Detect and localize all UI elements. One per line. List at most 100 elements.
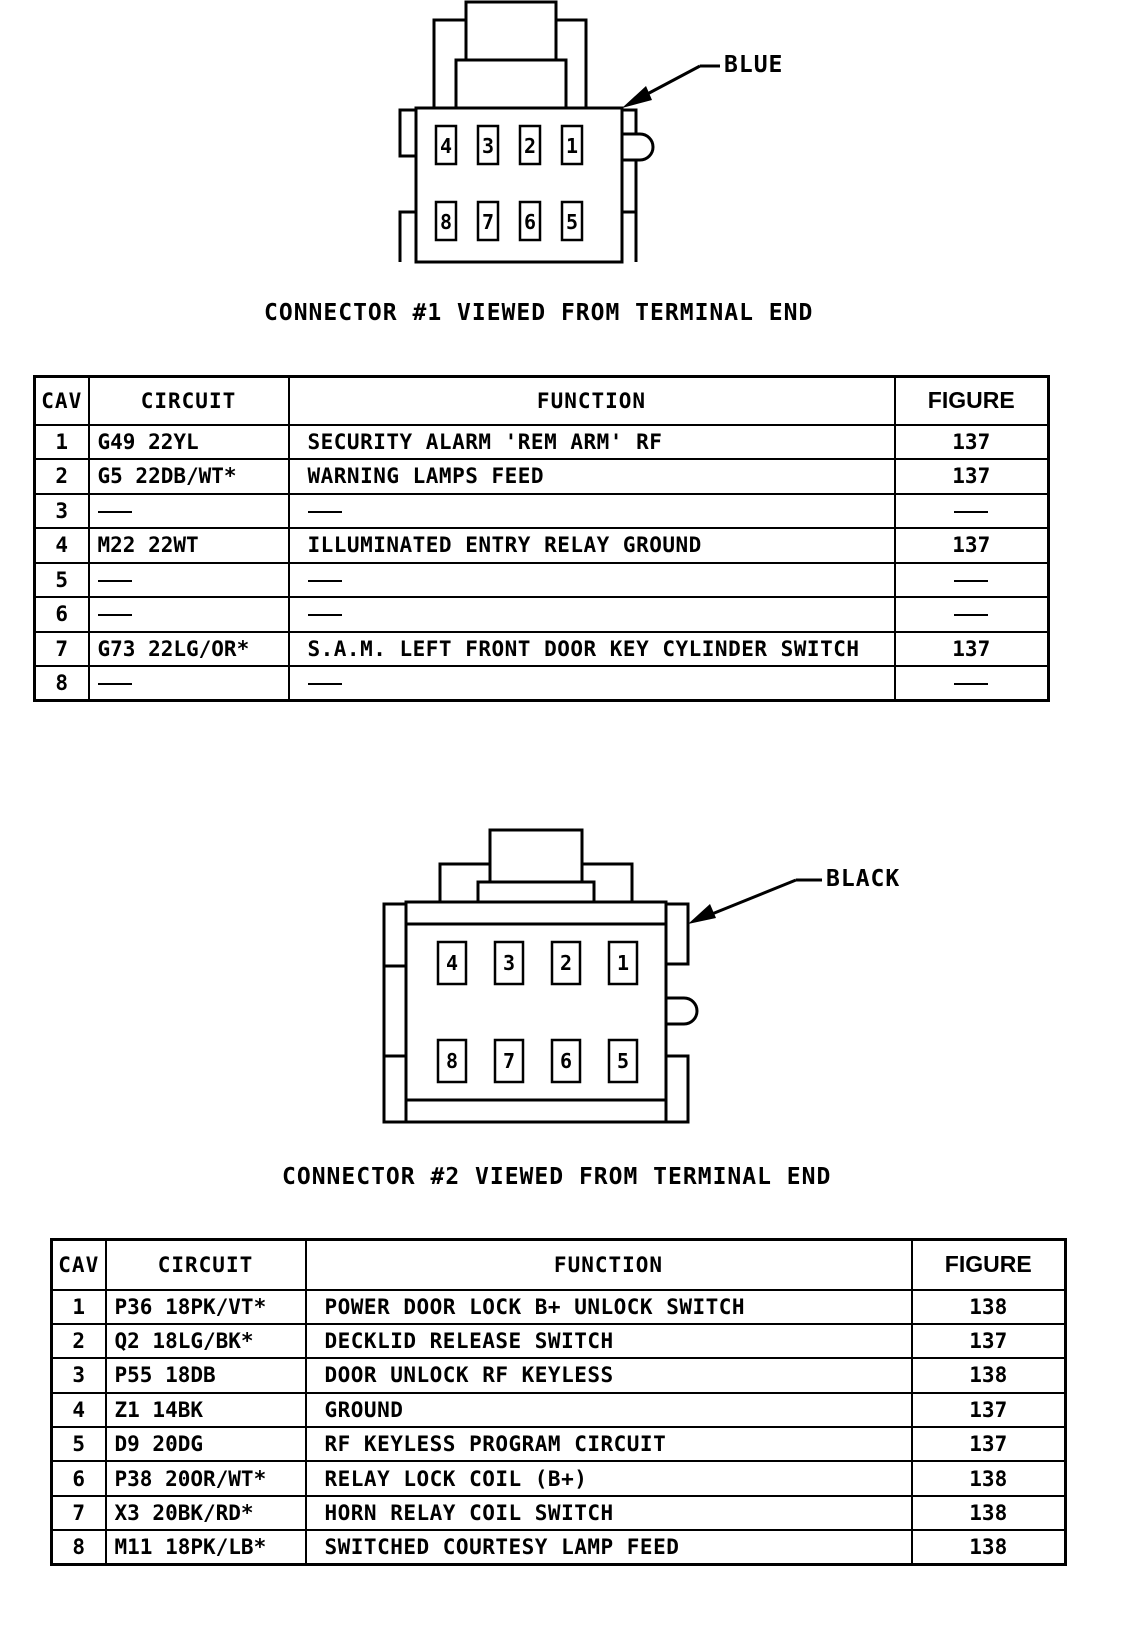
cell-cav: 6 [50,1460,107,1497]
cell-cav: 2 [33,458,90,495]
cell-cav: 1 [50,1288,107,1325]
cavity-label: 3 [482,134,494,158]
cell-circuit: M11 18PK/LB* [104,1529,307,1566]
cell-figure [893,492,1050,529]
table-row: 6 [33,596,1050,633]
empty-dash [954,510,989,513]
cavity-label: 5 [617,1049,629,1073]
empty-dash [97,614,132,617]
empty-dash [307,683,342,685]
cell-figure [893,665,1050,702]
cell-function: ILLUMINATED ENTRY RELAY GROUND [287,527,896,564]
connector-1-callout-arrow [622,64,720,108]
cavity-label: 8 [446,1049,458,1073]
table-header-row: CAV CIRCUIT FUNCTION FIGURE [33,375,1050,426]
cell-figure [893,561,1050,598]
cell-function: S.A.M. LEFT FRONT DOOR KEY CYLINDER SWIT… [287,630,896,667]
cavity-label: 2 [560,951,572,975]
cell-circuit: G73 22LG/OR* [87,630,290,667]
connector-1-housing [398,0,655,264]
cell-figure: 138 [910,1494,1067,1532]
cell-figure: 137 [910,1391,1067,1429]
cell-figure [893,596,1050,633]
empty-dash [97,683,132,685]
cell-cav: 4 [33,527,90,564]
empty-dash [954,579,989,582]
cell-function [287,492,896,529]
connector-2-callout-arrow [688,878,822,924]
cell-figure: 137 [893,458,1050,495]
cell-figure: 137 [893,423,1050,460]
cell-function: DOOR UNLOCK RF KEYLESS [304,1357,913,1394]
table-row: 5 [33,561,1050,598]
cavity-label: 7 [482,210,494,234]
empty-dash [954,683,989,685]
cell-cav: 2 [50,1322,107,1360]
cell-figure: 138 [910,1288,1067,1325]
connector-2-color-label: BLACK [826,866,901,892]
cavity-label: 2 [524,134,536,158]
cell-figure: 137 [910,1426,1067,1463]
cell-cav: 5 [33,561,90,598]
cell-cav: 7 [50,1494,107,1532]
empty-dash [307,510,342,513]
cell-function: POWER DOOR LOCK B+ UNLOCK SWITCH [304,1288,913,1325]
connector-2-cavities [436,940,639,1084]
cell-circuit: M22 22WT [87,527,290,564]
cell-cav: 3 [33,492,90,529]
cell-circuit: P55 18DB [104,1357,307,1394]
cell-cav: 1 [33,423,90,460]
cavity-label: 4 [440,134,452,158]
cavity-label: 1 [617,951,629,975]
cell-function: SECURITY ALARM 'REM ARM' RF [287,423,896,460]
cavity-label: 6 [524,210,536,234]
cell-circuit: P38 20OR/WT* [104,1460,307,1497]
cell-circuit: G5 22DB/WT* [87,458,290,495]
cell-figure: 137 [910,1322,1067,1360]
empty-dash [307,579,342,582]
connector-2-caption: CONNECTOR #2 VIEWED FROM TERMINAL END [282,1164,832,1190]
empty-dash [97,579,132,582]
cell-cav: 8 [33,665,90,702]
cell-function: RF KEYLESS PROGRAM CIRCUIT [304,1426,913,1463]
cell-cav: 7 [33,630,90,667]
cavity-label: 3 [503,951,515,975]
cell-cav: 5 [50,1426,107,1463]
cell-circuit: G49 22YL [87,423,290,460]
connector-1-cavities [434,124,584,242]
cell-cav: 6 [33,596,90,633]
header-cav: CAV [33,375,90,426]
cell-circuit [87,492,290,529]
table-row: 3 [33,492,1050,529]
cell-circuit [87,561,290,598]
cell-circuit: X3 20BK/RD* [104,1494,307,1532]
cell-circuit [87,665,290,702]
cavity-label: 1 [566,134,578,158]
cell-figure: 137 [893,527,1050,564]
cell-figure: 137 [893,630,1050,667]
cell-function [287,596,896,633]
cell-function [287,665,896,702]
cell-figure: 138 [910,1529,1067,1566]
cell-cav: 3 [50,1357,107,1394]
empty-dash [307,614,342,617]
cell-figure: 138 [910,1357,1067,1394]
cell-circuit: D9 20DG [104,1426,307,1463]
cell-function: HORN RELAY COIL SWITCH [304,1494,913,1532]
cell-circuit: Z1 14BK [104,1391,307,1429]
empty-dash [954,614,989,617]
cavity-label: 5 [566,210,578,234]
cell-cav: 4 [50,1391,107,1429]
header-circuit: CIRCUIT [87,375,290,426]
header-circuit: CIRCUIT [104,1238,307,1291]
cell-cav: 8 [50,1529,107,1566]
